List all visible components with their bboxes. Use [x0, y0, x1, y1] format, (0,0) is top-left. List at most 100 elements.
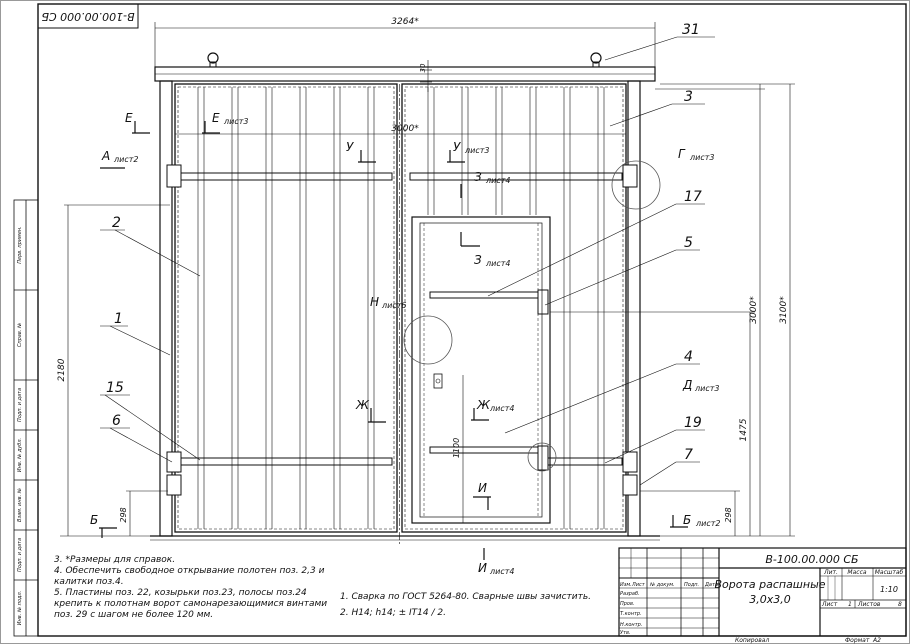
section-mark-sheet: лист4: [489, 404, 514, 413]
side-stamp-label: Взам. инв. №: [17, 488, 23, 522]
dim-opening-height: 3000*: [749, 296, 759, 324]
section-mark-letter: Б: [90, 513, 98, 527]
rotated-code-box: В-100.00.000 СБ: [37, 3, 139, 29]
note-line: 1. Сварка по ГОСТ 5264-80. Сварные швы з…: [340, 592, 592, 602]
rotated-code-text: В-100.00.000 СБ: [41, 10, 134, 23]
dim-opening-width: 3000*: [391, 124, 419, 134]
position-label-17: 17: [684, 189, 702, 205]
section-mark-sheet: лист3: [464, 146, 489, 155]
dim-gap-top: 30: [419, 63, 427, 72]
section-mark-letter: З: [474, 253, 482, 267]
position-label-19: 19: [684, 415, 702, 431]
side-stamp: [13, 199, 39, 637]
drawing-subtitle: 3,0x3,0: [749, 593, 791, 606]
side-stamp-label: Перв. примен.: [17, 226, 23, 264]
side-stamp-label: Справ. №: [17, 323, 23, 347]
position-label-1: 1: [114, 311, 123, 327]
tb-role-label: Утв.: [620, 630, 631, 636]
dim-left-bottom: 298: [119, 507, 128, 522]
section-mark-letter: Б: [683, 513, 691, 527]
scale-label: Масштаб: [875, 569, 904, 576]
tb-role-label: Т.контр.: [620, 611, 642, 617]
section-mark-sheet: лист3: [223, 117, 248, 126]
position-label-7: 7: [684, 447, 693, 463]
section-mark-sheet: лист2: [695, 519, 720, 528]
tb-row-label: Лист: [631, 582, 646, 588]
dim-door-handle: 1100: [452, 438, 461, 458]
mass-label: Масса: [847, 569, 866, 576]
format-label: Формат: [845, 637, 870, 644]
hinges: [166, 164, 638, 496]
title-block-text: В-100.00.000 СБ Ворота распашные 3,0x3,0…: [620, 553, 904, 644]
section-mark-letter: Д: [682, 378, 692, 392]
tb-row-label: № докум.: [649, 582, 675, 588]
section-mark-sheet: лист4: [489, 567, 514, 576]
side-stamp-labels: Перв. примен. Справ. № Подп. и дата Инв.…: [17, 226, 23, 625]
position-labels: 31 3 2 1 15 6 17 5 4 19 7: [106, 22, 702, 463]
tb-row-label: Дата: [704, 582, 718, 588]
dim-door-bottom: 1475: [739, 418, 749, 441]
dim-total-height: 3100*: [779, 296, 789, 324]
drawing-code: В-100.00.000 СБ: [765, 553, 858, 566]
note-line: 3. *Размеры для справок.: [54, 555, 176, 565]
sheet-number: 1: [848, 601, 852, 608]
side-stamp-label: Инв. № дубл.: [17, 438, 23, 472]
tb-role-label: Пров.: [620, 601, 635, 607]
copied-label: Копировал: [735, 637, 769, 644]
crossbars: [179, 172, 623, 466]
leader-lines: [100, 36, 715, 486]
title-block: [618, 547, 907, 637]
side-stamp-label: Подп. и дата: [17, 388, 23, 422]
section-mark-letter: З: [474, 170, 482, 184]
section-mark-letter: Ж: [355, 398, 370, 412]
detail-circles: [403, 160, 661, 472]
side-stamp-label: Подп. и дата: [17, 538, 23, 572]
position-label-31: 31: [682, 22, 700, 38]
dim-left-height: 2180: [57, 358, 67, 381]
position-label-4: 4: [684, 349, 693, 365]
section-mark-letter: У: [346, 140, 354, 154]
section-mark-sheet: лист6: [381, 301, 406, 310]
scale-value: 1:10: [880, 585, 898, 594]
side-stamp-label: Инв. № подл.: [17, 591, 23, 626]
note-line: 4. Обеспечить свободное открывание полот…: [54, 566, 325, 576]
section-mark-letter: Ж: [476, 398, 491, 412]
section-mark-letter: И: [478, 481, 487, 495]
section-mark-sheet: лист2: [113, 155, 138, 164]
note-line: калитки поз.4.: [54, 577, 124, 587]
note-line: 2. Н14; h14; ± IT14 / 2.: [340, 608, 446, 618]
section-mark-letter: У: [453, 140, 461, 154]
drawing-title: Ворота распашные: [714, 578, 825, 591]
position-label-5: 5: [684, 235, 693, 251]
section-mark-letter: Н: [370, 295, 379, 309]
position-label-15: 15: [106, 380, 124, 396]
left-leaf-profiles: [197, 87, 375, 529]
note-line: 5. Пластины поз. 22, козырьки поз.23, по…: [54, 588, 307, 598]
sheets-label: Листов: [857, 601, 881, 608]
dim-overall-width: 3264*: [391, 17, 419, 27]
section-mark-letter: Г: [678, 147, 686, 161]
wicket-door: [411, 216, 551, 524]
section-mark-letter: А: [101, 149, 110, 163]
position-label-3: 3: [684, 89, 693, 105]
position-label-6: 6: [112, 413, 121, 429]
tb-row-label: Подп.: [684, 582, 699, 588]
sheets-count: 8: [898, 601, 902, 608]
section-mark-letter: Е: [212, 111, 220, 125]
notes-right: 1. Сварка по ГОСТ 5264-80. Сварные швы з…: [340, 589, 610, 621]
right-leaf-profiles: [427, 87, 605, 529]
dim-right-bottom: 298: [724, 507, 733, 522]
gate-frame: [150, 52, 660, 541]
notes-left: 3. *Размеры для справок. 4. Обеспечить с…: [54, 555, 344, 621]
format-value: А2: [872, 637, 881, 644]
section-mark-letter: Е: [125, 111, 133, 125]
sheet-label: Лист: [821, 601, 838, 608]
position-label-2: 2: [112, 215, 121, 231]
note-line: крепить к полотнам ворот самонарезающими…: [54, 599, 328, 609]
section-mark-letter: И: [478, 561, 487, 575]
tb-role-label: Н.контр.: [620, 622, 642, 628]
section-mark-sheet: лист4: [485, 176, 510, 185]
lit-label: Лит.: [823, 569, 838, 576]
